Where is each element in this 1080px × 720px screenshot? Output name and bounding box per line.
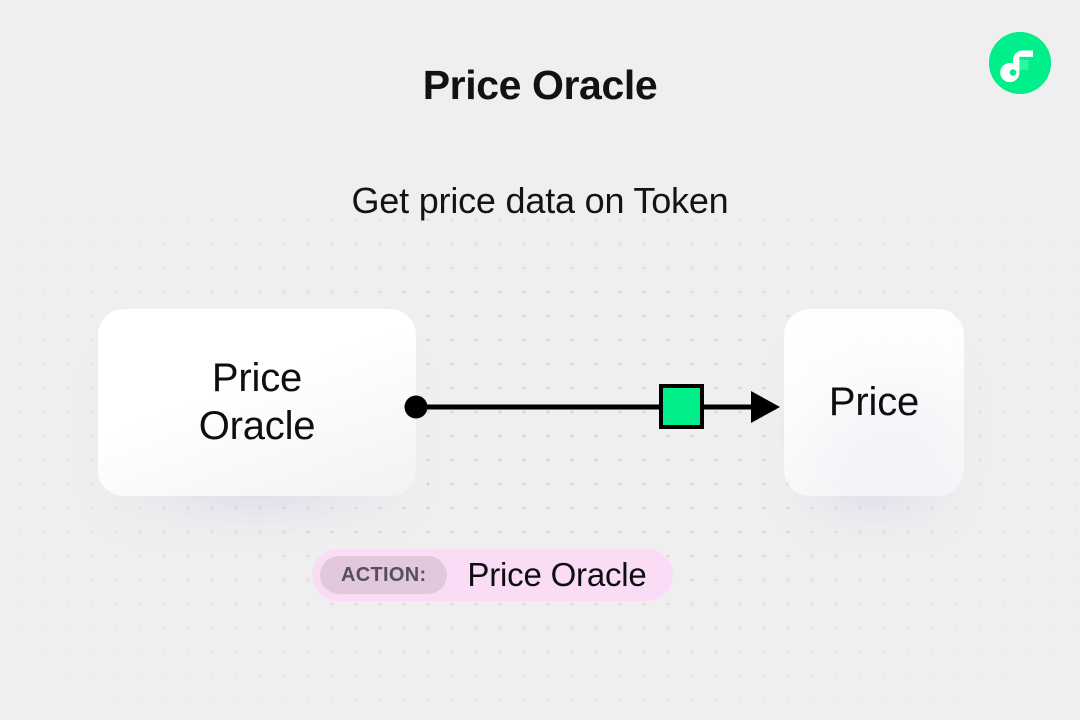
page-subtitle: Get price data on Token (351, 180, 729, 221)
action-badge[interactable]: ACTION: Price Oracle (312, 549, 673, 601)
source-node-label-line1: Price (211, 356, 303, 401)
source-node-price-oracle[interactable]: Price Oracle (98, 309, 416, 496)
flow-logo-icon (989, 32, 1051, 94)
page-title: Price Oracle (422, 62, 658, 108)
action-badge-tag: ACTION: (320, 556, 448, 594)
source-node-label-line2: Oracle (198, 403, 316, 448)
edge-connector[interactable] (396, 378, 796, 438)
action-badge-value: Price Oracle (467, 556, 647, 593)
source-node-label: Price Oracle (199, 355, 316, 449)
edge-marker-square-icon (659, 384, 704, 429)
arrow-right-icon (751, 391, 780, 423)
target-node-price[interactable]: Price (784, 309, 964, 496)
target-node-label: Price (828, 379, 920, 424)
